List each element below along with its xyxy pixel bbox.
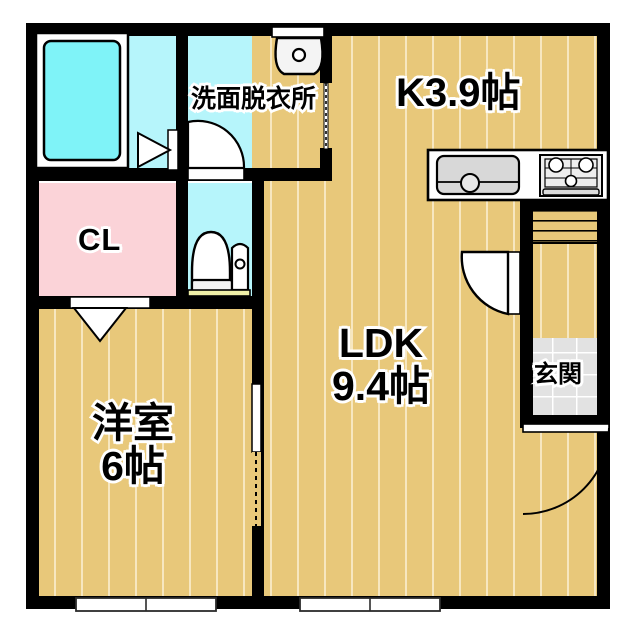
ldk-door [460, 250, 521, 316]
washbasin [271, 26, 325, 76]
window-ldk [299, 597, 441, 612]
room-entrance-tile [523, 338, 608, 424]
bath-folding-door [137, 129, 179, 171]
room-bedroom [26, 304, 252, 609]
kitchen-counter [426, 148, 610, 202]
washroom-ldk-partition [323, 82, 329, 150]
bathtub [34, 31, 130, 170]
gas-stove-icon [539, 154, 603, 197]
washroom-door [186, 119, 246, 181]
shoe-cabinet [522, 208, 609, 244]
toilet-fixture [187, 230, 251, 297]
entrance-door [522, 423, 610, 515]
bedroom-ldk-sliding-door [251, 383, 262, 526]
room-closet [34, 183, 184, 304]
closet-folding-door [69, 296, 151, 343]
window-bedroom [75, 597, 217, 612]
kitchen-sink [435, 154, 521, 196]
